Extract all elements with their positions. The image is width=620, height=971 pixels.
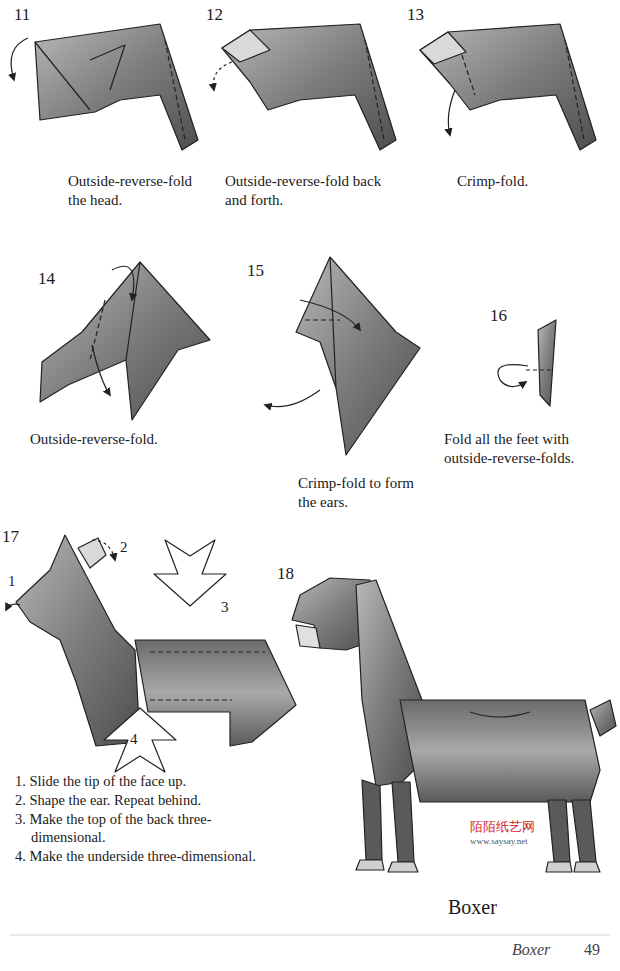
instruction: Fold all the feet with outside-reverse-f… [444,430,616,468]
page-rule [10,935,610,936]
callout-number: 1 [8,572,16,591]
watermark: 陌陌纸艺网 [470,819,535,835]
step-number: 16 [490,305,507,326]
instruction: Outside-reverse-fold the head. [68,172,193,210]
page-footer: Boxer [512,940,550,960]
callout-number: 4 [130,730,138,749]
callout-number: 2 [120,538,128,557]
fold-figures [6,24,616,872]
step-number: 12 [206,4,223,25]
instruction-step: 3. Make the top of the back three-dimens… [15,810,256,846]
step-number: 13 [407,4,424,25]
step-number: 14 [38,268,55,289]
instruction-step: 1. Slide the tip of the face up. [15,772,256,790]
instruction: Outside-reverse-fold back and forth. [225,172,395,210]
instruction: Outside-reverse-fold. [30,430,158,449]
step-number: 11 [14,4,30,25]
instruction-step: 2. Shape the ear. Repeat behind. [15,791,256,809]
step-number: 17 [2,526,19,547]
instruction: Crimp-fold to form the ears. [298,474,423,512]
step-number: 18 [277,563,294,584]
page-number: 49 [584,940,600,960]
watermark: www.saysay.net [470,836,528,847]
callout-number: 3 [221,598,229,617]
model-title: Boxer [448,895,497,920]
step-number: 15 [247,260,264,281]
instruction: Crimp-fold. [457,172,528,191]
instruction-step: 4. Make the underside three-dimensional. [15,847,256,865]
